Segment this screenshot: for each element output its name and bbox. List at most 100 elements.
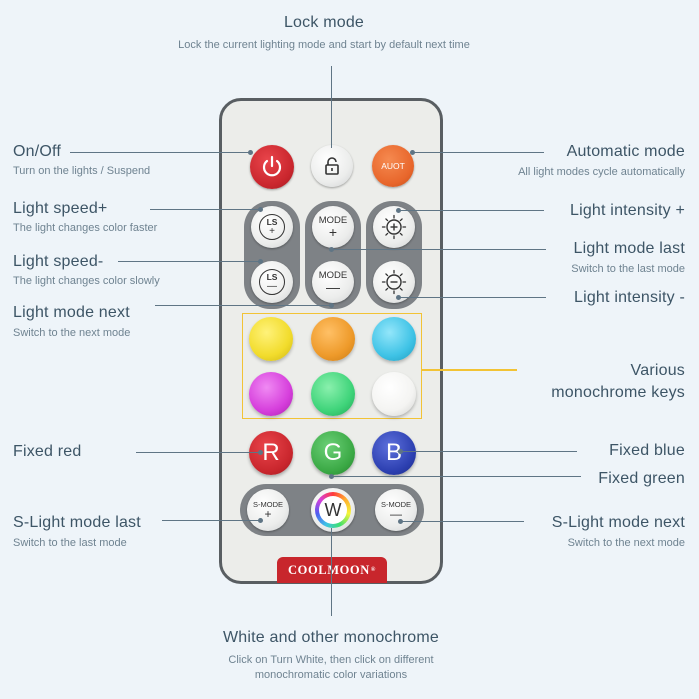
s-light-next-title: S-Light mode next (551, 514, 685, 531)
s-mode-plus-button[interactable]: S-MODE + (247, 489, 289, 531)
mode-minus-button[interactable]: MODE — (312, 261, 354, 303)
fixed-blue-label: B (385, 439, 402, 466)
s-mode-plus-sign: + (264, 507, 272, 521)
brightness-up-icon (381, 214, 407, 240)
s-light-last-title: S-Light mode last (13, 514, 141, 531)
ls-plus-ring: LS + (259, 214, 285, 240)
light-speed-minus-dot (258, 259, 263, 264)
fixed-red-dot (258, 450, 263, 455)
light-intensity-plus-leader (398, 210, 544, 211)
auto-label: AUOT (381, 161, 405, 171)
light-intensity-minus-title: Light intensity - (573, 289, 685, 306)
lock-mode-title: Lock mode (283, 14, 365, 31)
monochrome-keys-box (242, 313, 422, 419)
fixed-blue-title: Fixed blue (609, 442, 685, 459)
s-light-last-sub: Switch to the last mode (13, 537, 127, 549)
ls-minus-sign: — (267, 281, 277, 292)
light-intensity-minus-dot (396, 295, 401, 300)
s-mode-minus-label: S-MODE (381, 500, 411, 509)
s-mode-minus-button[interactable]: S-MODE — (375, 489, 417, 531)
light-mode-last-leader (331, 249, 546, 250)
s-light-next-sub: Switch to the next mode (567, 537, 685, 549)
lock-mode-sub: Lock the current lighting mode and start… (178, 39, 470, 51)
mode-plus-button[interactable]: MODE + (312, 206, 354, 248)
light-mode-next-title: Light mode next (13, 304, 130, 321)
white-mono-sub1: Click on Turn White, then click on diffe… (228, 654, 434, 666)
fixed-blue-button[interactable]: B (372, 431, 416, 475)
white-button-ring: W (315, 492, 351, 528)
brand-logo: COOLMOON® (277, 557, 387, 583)
automatic-mode-title: Automatic mode (566, 143, 685, 160)
fixed-red-button[interactable]: R (249, 431, 293, 475)
ls-minus-button[interactable]: LS — (251, 261, 293, 303)
light-intensity-plus-dot (396, 208, 401, 213)
on-off-dot (248, 150, 253, 155)
fixed-red-label: R (262, 439, 280, 466)
color-yellow-button[interactable] (249, 317, 293, 361)
brand-mark: ® (370, 567, 376, 573)
s-light-next-leader (400, 521, 524, 522)
lock-button[interactable] (311, 145, 353, 187)
light-speed-minus-sub: The light changes color slowly (13, 275, 160, 287)
light-mode-last-sub: Switch to the last mode (571, 263, 685, 275)
ls-minus-ring: LS — (259, 269, 285, 295)
s-light-last-leader (162, 520, 260, 521)
on-off-sub: Turn on the lights / Suspend (13, 165, 151, 177)
on-off-leader (70, 152, 250, 153)
color-white-button[interactable] (372, 372, 416, 416)
ls-plus-button[interactable]: LS + (251, 206, 293, 248)
power-icon (262, 155, 282, 177)
light-intensity-minus-leader (398, 297, 546, 298)
fixed-green-leader (331, 476, 581, 477)
s-light-next-dot (398, 519, 403, 524)
white-button-core: W (319, 496, 347, 524)
fixed-green-title: Fixed green (598, 470, 685, 487)
brightness-down-icon (381, 269, 407, 295)
white-mono-leader (331, 528, 332, 616)
various-mono-leader (421, 369, 517, 371)
fixed-green-button[interactable]: G (311, 431, 355, 475)
white-button-label: W (324, 499, 342, 520)
light-intensity-plus-title: Light intensity + (569, 202, 685, 219)
color-cyan-button[interactable] (372, 317, 416, 361)
s-mode-minus-sign: — (390, 507, 402, 521)
color-mint-button[interactable] (311, 372, 355, 416)
fixed-red-leader (136, 452, 260, 453)
white-mono-title: White and other monochrome (223, 629, 439, 646)
automatic-leader (414, 152, 544, 153)
lock-leader (331, 66, 332, 148)
fixed-blue-leader (400, 451, 577, 452)
brightness-up-button[interactable] (373, 206, 415, 248)
mode-plus-sign: + (328, 224, 338, 240)
various-mono-line1: Various (630, 362, 685, 379)
various-mono-line2: monochrome keys (551, 384, 685, 401)
white-button[interactable]: W (311, 488, 355, 532)
on-off-title: On/Off (13, 143, 62, 160)
light-speed-plus-sub: The light changes color faster (13, 222, 158, 234)
automatic-dot (410, 150, 415, 155)
light-mode-next-sub: Switch to the next mode (13, 327, 131, 339)
color-orange-button[interactable] (311, 317, 355, 361)
remote-control: AUOT LS + LS — MODE + MODE — (219, 98, 443, 584)
power-button[interactable] (250, 145, 294, 189)
auto-button[interactable]: AUOT (372, 145, 414, 187)
mode-plus-label: MODE (318, 215, 348, 226)
s-light-last-dot (258, 518, 263, 523)
white-mono-sub2: monochromatic color variations (254, 669, 408, 681)
ls-plus-sign: + (269, 226, 275, 237)
color-magenta-button[interactable] (249, 372, 293, 416)
lock-icon (325, 157, 339, 175)
light-speed-minus-leader (118, 261, 260, 262)
ls-plus-label: LS (266, 217, 278, 227)
brightness-down-button[interactable] (373, 261, 415, 303)
ls-minus-label: LS (266, 272, 278, 282)
fixed-red-title: Fixed red (13, 443, 82, 460)
fixed-green-dot (329, 474, 334, 479)
light-mode-last-title: Light mode last (573, 240, 685, 257)
brand-name: COOLMOON (288, 562, 370, 577)
light-speed-plus-title: Light speed+ (13, 200, 108, 217)
light-speed-plus-dot (258, 207, 263, 212)
light-mode-next-leader (155, 305, 331, 306)
mode-minus-label: MODE (318, 270, 348, 281)
light-mode-next-dot (329, 303, 334, 308)
